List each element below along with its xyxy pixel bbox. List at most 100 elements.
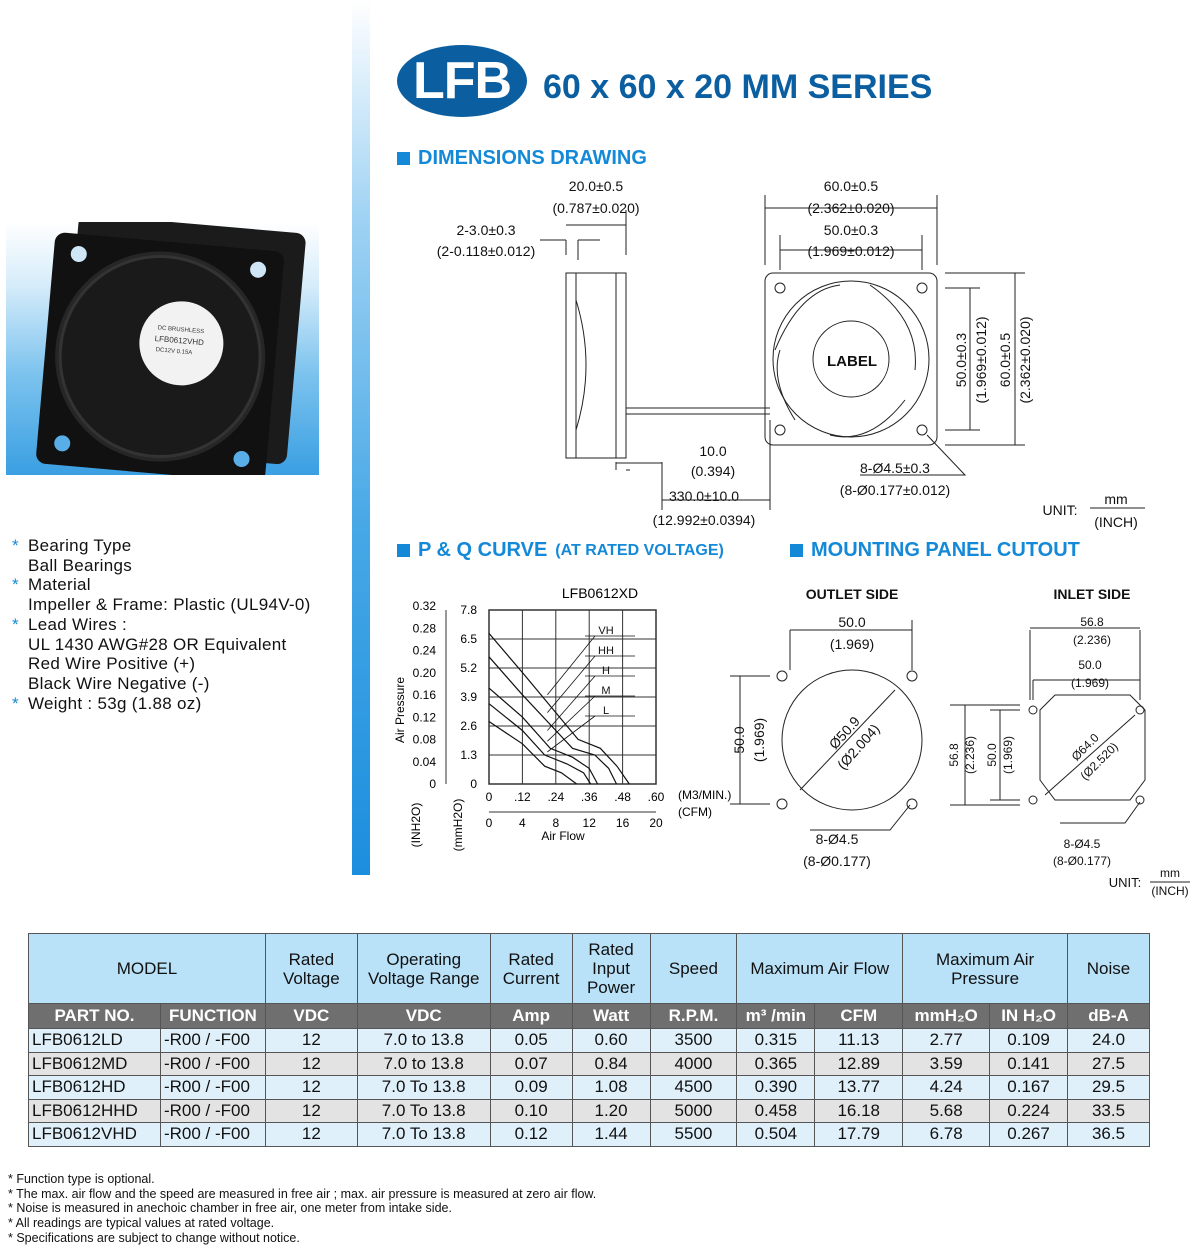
spec-item: *Weight : 53g (1.88 oz) — [12, 694, 311, 714]
text-label: Black Wire Negative (-) — [28, 673, 210, 693]
text-label: (8-Ø0.177±0.012) — [840, 482, 950, 498]
spec-item: Impeller & Frame: Plastic (UL94V-0) — [12, 595, 311, 615]
section-title: DIMENSIONS DRAWING — [418, 147, 647, 169]
bullet-star-icon — [12, 595, 28, 615]
bullet-star-icon — [12, 654, 28, 674]
column-header: VDC — [356, 1003, 491, 1029]
column-header: R.P.M. — [649, 1003, 738, 1029]
section-title: MOUNTING PANEL CUTOUT — [811, 539, 1080, 561]
table-cell: 0.07 — [489, 1051, 573, 1076]
y-tick-label-in: 0.24 — [413, 644, 437, 658]
y-tick-label-mm: 2.6 — [460, 719, 477, 733]
text-label: 8-Ø4.5±0.3 — [860, 460, 930, 476]
y-tick-label-mm: 6.5 — [460, 632, 477, 646]
table-cell: 12 — [264, 1098, 358, 1123]
mounting-cutout-drawing: OUTLET SIDE 50.0(1.969) 50.0 (1.969) Ø50… — [730, 586, 1190, 898]
fan-photo: DC BRUSHLESS LFB0612VHD DC12V 0.15A — [6, 214, 319, 483]
y-tick-label-in: 0.32 — [413, 599, 437, 613]
y-tick-label-mm: 5.2 — [460, 661, 477, 675]
legend-leader — [547, 715, 596, 753]
table-cell: 0.109 — [989, 1028, 1069, 1053]
text-label: 50.0 — [838, 614, 865, 630]
x-unit-m3: (M3/MIN.) — [678, 788, 731, 802]
bullet-star-icon — [12, 635, 28, 655]
table-cell: 5500 — [649, 1122, 738, 1147]
section-title: P & Q CURVE — [418, 539, 548, 561]
table-cell: 17.79 — [814, 1122, 904, 1147]
brand-logo: LFB — [397, 45, 527, 117]
table-cell: 1.20 — [571, 1098, 651, 1123]
table-cell: 0.141 — [989, 1051, 1069, 1076]
column-header: Amp — [489, 1003, 573, 1029]
text-label: (2-0.118±0.012) — [437, 243, 536, 259]
x-tick-label-cfm: 0 — [486, 816, 493, 830]
column-header: PART NO. — [28, 1003, 161, 1029]
table-cell: 1.44 — [571, 1122, 651, 1147]
table-cell: 0.84 — [571, 1051, 651, 1076]
text-label: (1.969) — [1001, 736, 1015, 774]
legend-leader — [547, 675, 596, 731]
text-label: Lead Wires : — [28, 614, 128, 634]
table-cell: LFB0612MD — [28, 1051, 161, 1076]
table-cell: -R00 / -F00 — [159, 1028, 266, 1053]
legend-leader — [547, 635, 596, 696]
chart-title: LFB0612XD — [562, 585, 638, 601]
text-label: 60.0±0.5 — [997, 333, 1013, 388]
table-cell: 0.390 — [736, 1075, 816, 1100]
text-label: Maximum Air Pressure — [902, 933, 1069, 1004]
x-tick-label-cfm: 12 — [583, 816, 597, 830]
section-dimensions: DIMENSIONS DRAWING — [397, 147, 647, 170]
table-cell: 29.5 — [1067, 1075, 1150, 1100]
column-header: dB-A — [1067, 1003, 1150, 1029]
footnote: * All readings are typical values at rat… — [8, 1216, 275, 1231]
text-label: Ball Bearings — [28, 555, 133, 575]
text-label: 20.0±0.5 — [569, 178, 624, 194]
text-label: (0.394) — [691, 463, 735, 479]
spec-item: Black Wire Negative (-) — [12, 674, 311, 694]
spec-item: *Material — [12, 575, 311, 595]
text-label: Speed — [649, 933, 738, 1004]
text-label: (INCH) — [1151, 884, 1188, 898]
footnote: * Specifications are subject to change w… — [8, 1230, 300, 1245]
table-cell: 12 — [264, 1051, 358, 1076]
text-label: OUTLET SIDE — [806, 586, 899, 602]
table-cell: 0.365 — [736, 1051, 816, 1076]
column-header: mmH₂O — [902, 1003, 991, 1029]
y-tick-label-in: 0 — [429, 777, 436, 791]
text-label: UL 1430 AWG#28 OR Equivalent — [28, 634, 287, 654]
dimensions-drawing: 20.0±0.5(0.787±0.020) 2-3.0±0.3(2-0.118±… — [437, 178, 1145, 530]
table-cell: 7.0 To 13.8 — [356, 1098, 491, 1123]
pq-curve-vh — [488, 633, 630, 785]
page-title: 60 x 60 x 20 MM SERIES — [543, 68, 933, 106]
pq-curve-h — [488, 687, 599, 785]
y-tick-label-in: 0.28 — [413, 621, 437, 635]
bullet-star-icon: * — [12, 575, 19, 595]
x-tick-label-cfm: 20 — [649, 816, 663, 830]
text-label: (8-Ø0.177) — [1053, 854, 1111, 868]
table-cell: 7.0 To 13.8 — [356, 1122, 491, 1147]
table-cell: 5000 — [649, 1098, 738, 1123]
legend-label: M — [601, 685, 610, 697]
table-cell: 24.0 — [1067, 1028, 1150, 1053]
table-cell: 7.0 to 13.8 — [356, 1051, 491, 1076]
pq-curve-l — [488, 721, 578, 785]
text-label: 60.0±0.5 — [824, 178, 879, 194]
text-label: 50.0±0.3 — [824, 222, 879, 238]
y-axis-label: Air Pressure — [393, 677, 407, 743]
text-label: 2-3.0±0.3 — [456, 222, 515, 238]
text-label: Red Wire Positive (+) — [28, 654, 196, 674]
text-label: 56.8 — [1080, 615, 1104, 629]
table-cell: 16.18 — [814, 1098, 904, 1123]
bullet-star-icon — [12, 556, 28, 576]
footnote: * Function type is optional. — [8, 1172, 155, 1186]
x-tick-label: .24 — [547, 790, 564, 804]
y-unit-in: (INH2O) — [409, 803, 423, 848]
legend-leader — [547, 695, 596, 742]
bullet-star-icon — [12, 674, 28, 694]
table-cell: 12.89 — [814, 1051, 904, 1076]
